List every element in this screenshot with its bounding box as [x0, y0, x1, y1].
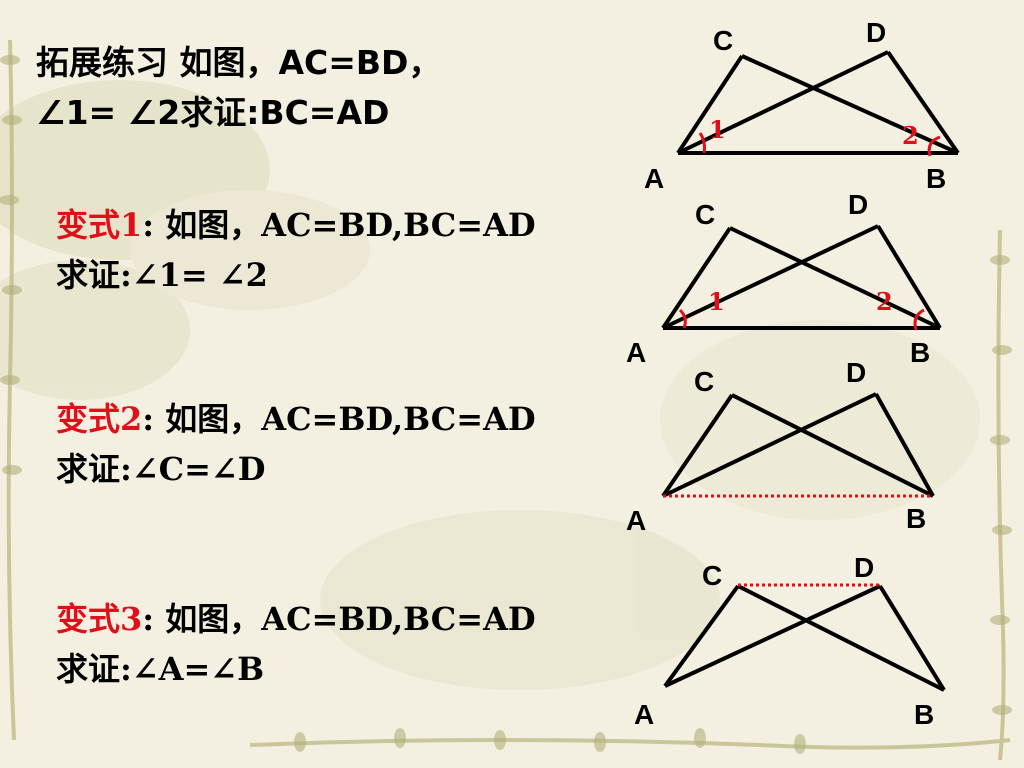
figure-3-label-c: C [694, 366, 714, 397]
figure-1-angle-1-arc [698, 132, 706, 154]
figure-1-label-b: B [926, 163, 946, 194]
figure-3-segment-ac [661, 393, 734, 498]
figure-3-label-d: D [846, 357, 866, 388]
variant-1-title: 变式1 [56, 206, 143, 244]
figure-2-label-a: A [626, 337, 646, 368]
intro-text: 拓展练习 如图，AC=BD， ∠1= ∠2求证:BC=AD [36, 38, 441, 138]
figure-4-label-a: A [634, 699, 654, 730]
intro-line-1: 拓展练习 如图，AC=BD， [36, 43, 442, 82]
figure-4-segment-ac [663, 584, 740, 688]
figure-3-segment-bc [731, 393, 934, 498]
variant-3: 变式3: 如图，AC=BD,BC=AD 求证:∠A=∠B [56, 594, 536, 694]
figure-4 [663, 583, 946, 692]
figure-4-label-c: C [702, 560, 722, 591]
variant-1-given: 变式1: 如图，AC=BD,BC=AD [56, 206, 536, 244]
figure-2-segment-ac [661, 226, 732, 330]
intro-line-2: ∠1= ∠2求证:BC=AD [36, 93, 390, 132]
figure-2-segment-bc [729, 226, 941, 330]
figure-3 [661, 392, 935, 498]
figure-2-angle-2-arc [913, 308, 925, 331]
figure-2-label-b: B [910, 337, 930, 368]
variant-3-title: 变式3 [56, 600, 143, 638]
figure-1-angle-1: 1 [709, 115, 726, 144]
variant-2: 变式2: 如图，AC=BD,BC=AD 求证:∠C=∠D [56, 394, 536, 494]
figure-1-angle-2: 2 [902, 121, 919, 150]
figure-4-segment-bc [737, 584, 945, 692]
figure-1-segment-ad [677, 50, 889, 155]
figure-3-label-b: B [906, 503, 926, 534]
figure-1 [676, 50, 960, 157]
figure-1-label-a: A [644, 163, 664, 194]
figure-1-segment-ac [676, 54, 744, 155]
figure-2-angle-1: 1 [708, 287, 725, 316]
variant-2-prove: 求证:∠C=∠D [56, 450, 266, 488]
figure-3-label-a: A [626, 505, 646, 536]
variant-3-given: 变式3: 如图，AC=BD,BC=AD [56, 600, 536, 638]
figure-1-segment-bd [886, 50, 960, 155]
figure-4-label-b: B [914, 699, 934, 730]
figure-4-label-d: D [854, 552, 874, 583]
figure-3-segment-ad [662, 392, 877, 498]
figure-1-label-d: D [866, 17, 886, 48]
variant-3-prove: 求证:∠A=∠B [56, 650, 265, 688]
figure-4-segment-ad [664, 584, 881, 688]
variant-1: 变式1: 如图，AC=BD,BC=AD 求证:∠1= ∠2 [56, 200, 536, 300]
variant-2-given: 变式2: 如图，AC=BD,BC=AD [56, 400, 536, 438]
variant-1-prove: 求证:∠1= ∠2 [56, 256, 268, 294]
figure-1-angle-2-arc [927, 135, 941, 157]
figure-1-segment-bc [741, 54, 959, 155]
figure-2 [661, 224, 942, 331]
figure-2-segment-bd [876, 224, 942, 330]
variant-2-title: 变式2 [56, 400, 143, 438]
figure-2-segment-ad [662, 224, 879, 330]
figure-2-label-d: D [848, 189, 868, 220]
figure-4-segment-bd [878, 584, 946, 692]
figure-1-label-c: C [713, 25, 733, 56]
figure-2-angle-1-arc [678, 308, 687, 329]
figure-2-label-c: C [695, 199, 715, 230]
figure-2-angle-2: 2 [876, 287, 893, 316]
figure-3-segment-bd [874, 393, 935, 497]
